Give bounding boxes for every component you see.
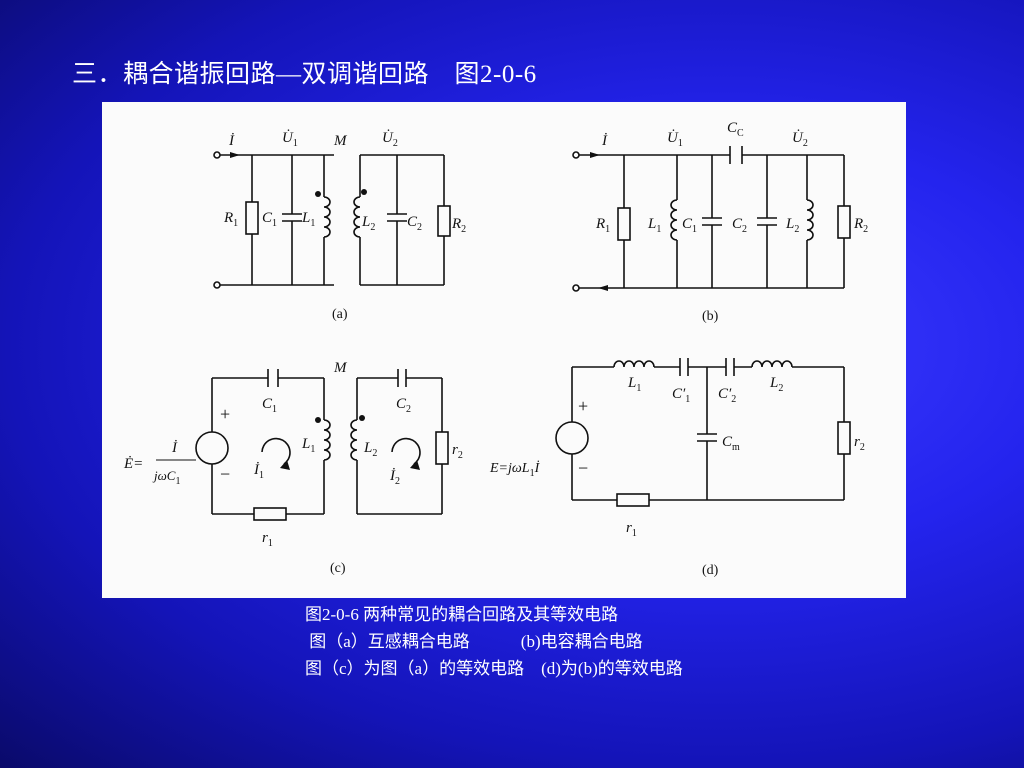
circuit-diagram: İ U̇1 M U̇2 R1 C1 L1 L2 C2 R2 (a) [123, 120, 868, 578]
svg-text:L2: L2 [769, 375, 783, 394]
svg-text:L1: L1 [301, 436, 315, 455]
svg-text:r1: r1 [626, 520, 637, 539]
svg-text:L2: L2 [785, 216, 799, 235]
svg-text:M: M [333, 133, 348, 149]
svg-text:+: + [220, 404, 230, 424]
svg-text:U̇2: U̇2 [382, 130, 398, 149]
svg-text:E=jωL1İ: E=jωL1İ [489, 460, 541, 479]
svg-text:R1: R1 [223, 210, 238, 229]
svg-text:İ1: İ1 [253, 462, 264, 481]
svg-text:Ė=: Ė= [123, 456, 143, 472]
svg-text:M: M [333, 360, 348, 376]
svg-text:L1: L1 [647, 216, 661, 235]
svg-text:L1: L1 [627, 375, 641, 394]
svg-text:R2: R2 [853, 216, 868, 235]
svg-text:C1: C1 [262, 210, 277, 229]
label-b: (b) [702, 309, 719, 324]
svg-text:r2: r2 [854, 434, 865, 453]
svg-text:+: + [578, 396, 588, 416]
svg-text:C1: C1 [682, 216, 697, 235]
svg-text:U̇1: U̇1 [282, 130, 298, 149]
caption-line-2: 图（a）互感耦合电路 (b)电容耦合电路 [305, 632, 643, 651]
svg-text:C′2: C′2 [718, 386, 736, 405]
svg-text:C2: C2 [732, 216, 747, 235]
slide-title: 三．耦合谐振回路—双调谐回路 图2-0-6 [72, 61, 537, 88]
svg-text:C2: C2 [396, 396, 411, 415]
svg-text:Cm: Cm [722, 434, 740, 453]
circuit-b: İ U̇1 CC U̇2 R1 L1 C1 C2 L2 R2 (b) [572, 120, 868, 324]
svg-text:L1: L1 [301, 210, 315, 229]
circuit-figure: İ U̇1 M U̇2 R1 C1 L1 L2 C2 R2 (a) [102, 102, 906, 598]
caption-line-3: 图（c）为图（a）的等效电路 (d)为(b)的等效电路 [305, 659, 683, 678]
label-c: (c) [330, 561, 346, 576]
svg-text:L2: L2 [363, 440, 377, 459]
svg-text:İ2: İ2 [389, 468, 400, 487]
svg-text:r2: r2 [452, 442, 463, 461]
circuit-a: İ U̇1 M U̇2 R1 C1 L1 L2 C2 R2 (a) [213, 130, 466, 322]
label-a: (a) [332, 307, 348, 322]
svg-text:−: − [578, 458, 588, 478]
svg-text:CC: CC [727, 120, 744, 139]
svg-text:U̇1: U̇1 [667, 130, 683, 149]
svg-text:İ: İ [228, 133, 235, 149]
svg-text:R2: R2 [451, 216, 466, 235]
svg-text:L2: L2 [361, 214, 375, 233]
circuit-c: M C1 C2 L1 L2 r2 r1 İ1 İ2 + − Ė= İ jωC1 … [123, 360, 463, 576]
svg-text:R1: R1 [595, 216, 610, 235]
svg-text:r1: r1 [262, 530, 273, 549]
label-d: (d) [702, 563, 719, 578]
svg-text:C′1: C′1 [672, 386, 690, 405]
circuit-d: L1 C′1 C′2 L2 Cm r2 r1 + − E=jωL1İ (d) [489, 358, 865, 578]
svg-text:jωC1: jωC1 [152, 468, 180, 487]
figure-caption: 图2-0-6 两种常见的耦合回路及其等效电路 图（a）互感耦合电路 (b)电容耦… [305, 601, 683, 682]
svg-text:U̇2: U̇2 [792, 130, 808, 149]
svg-text:C1: C1 [262, 396, 277, 415]
svg-text:−: − [220, 464, 230, 484]
svg-text:İ: İ [601, 133, 608, 149]
svg-text:İ: İ [171, 440, 178, 456]
svg-text:C2: C2 [407, 214, 422, 233]
caption-line-1: 图2-0-6 两种常见的耦合回路及其等效电路 [305, 605, 619, 624]
